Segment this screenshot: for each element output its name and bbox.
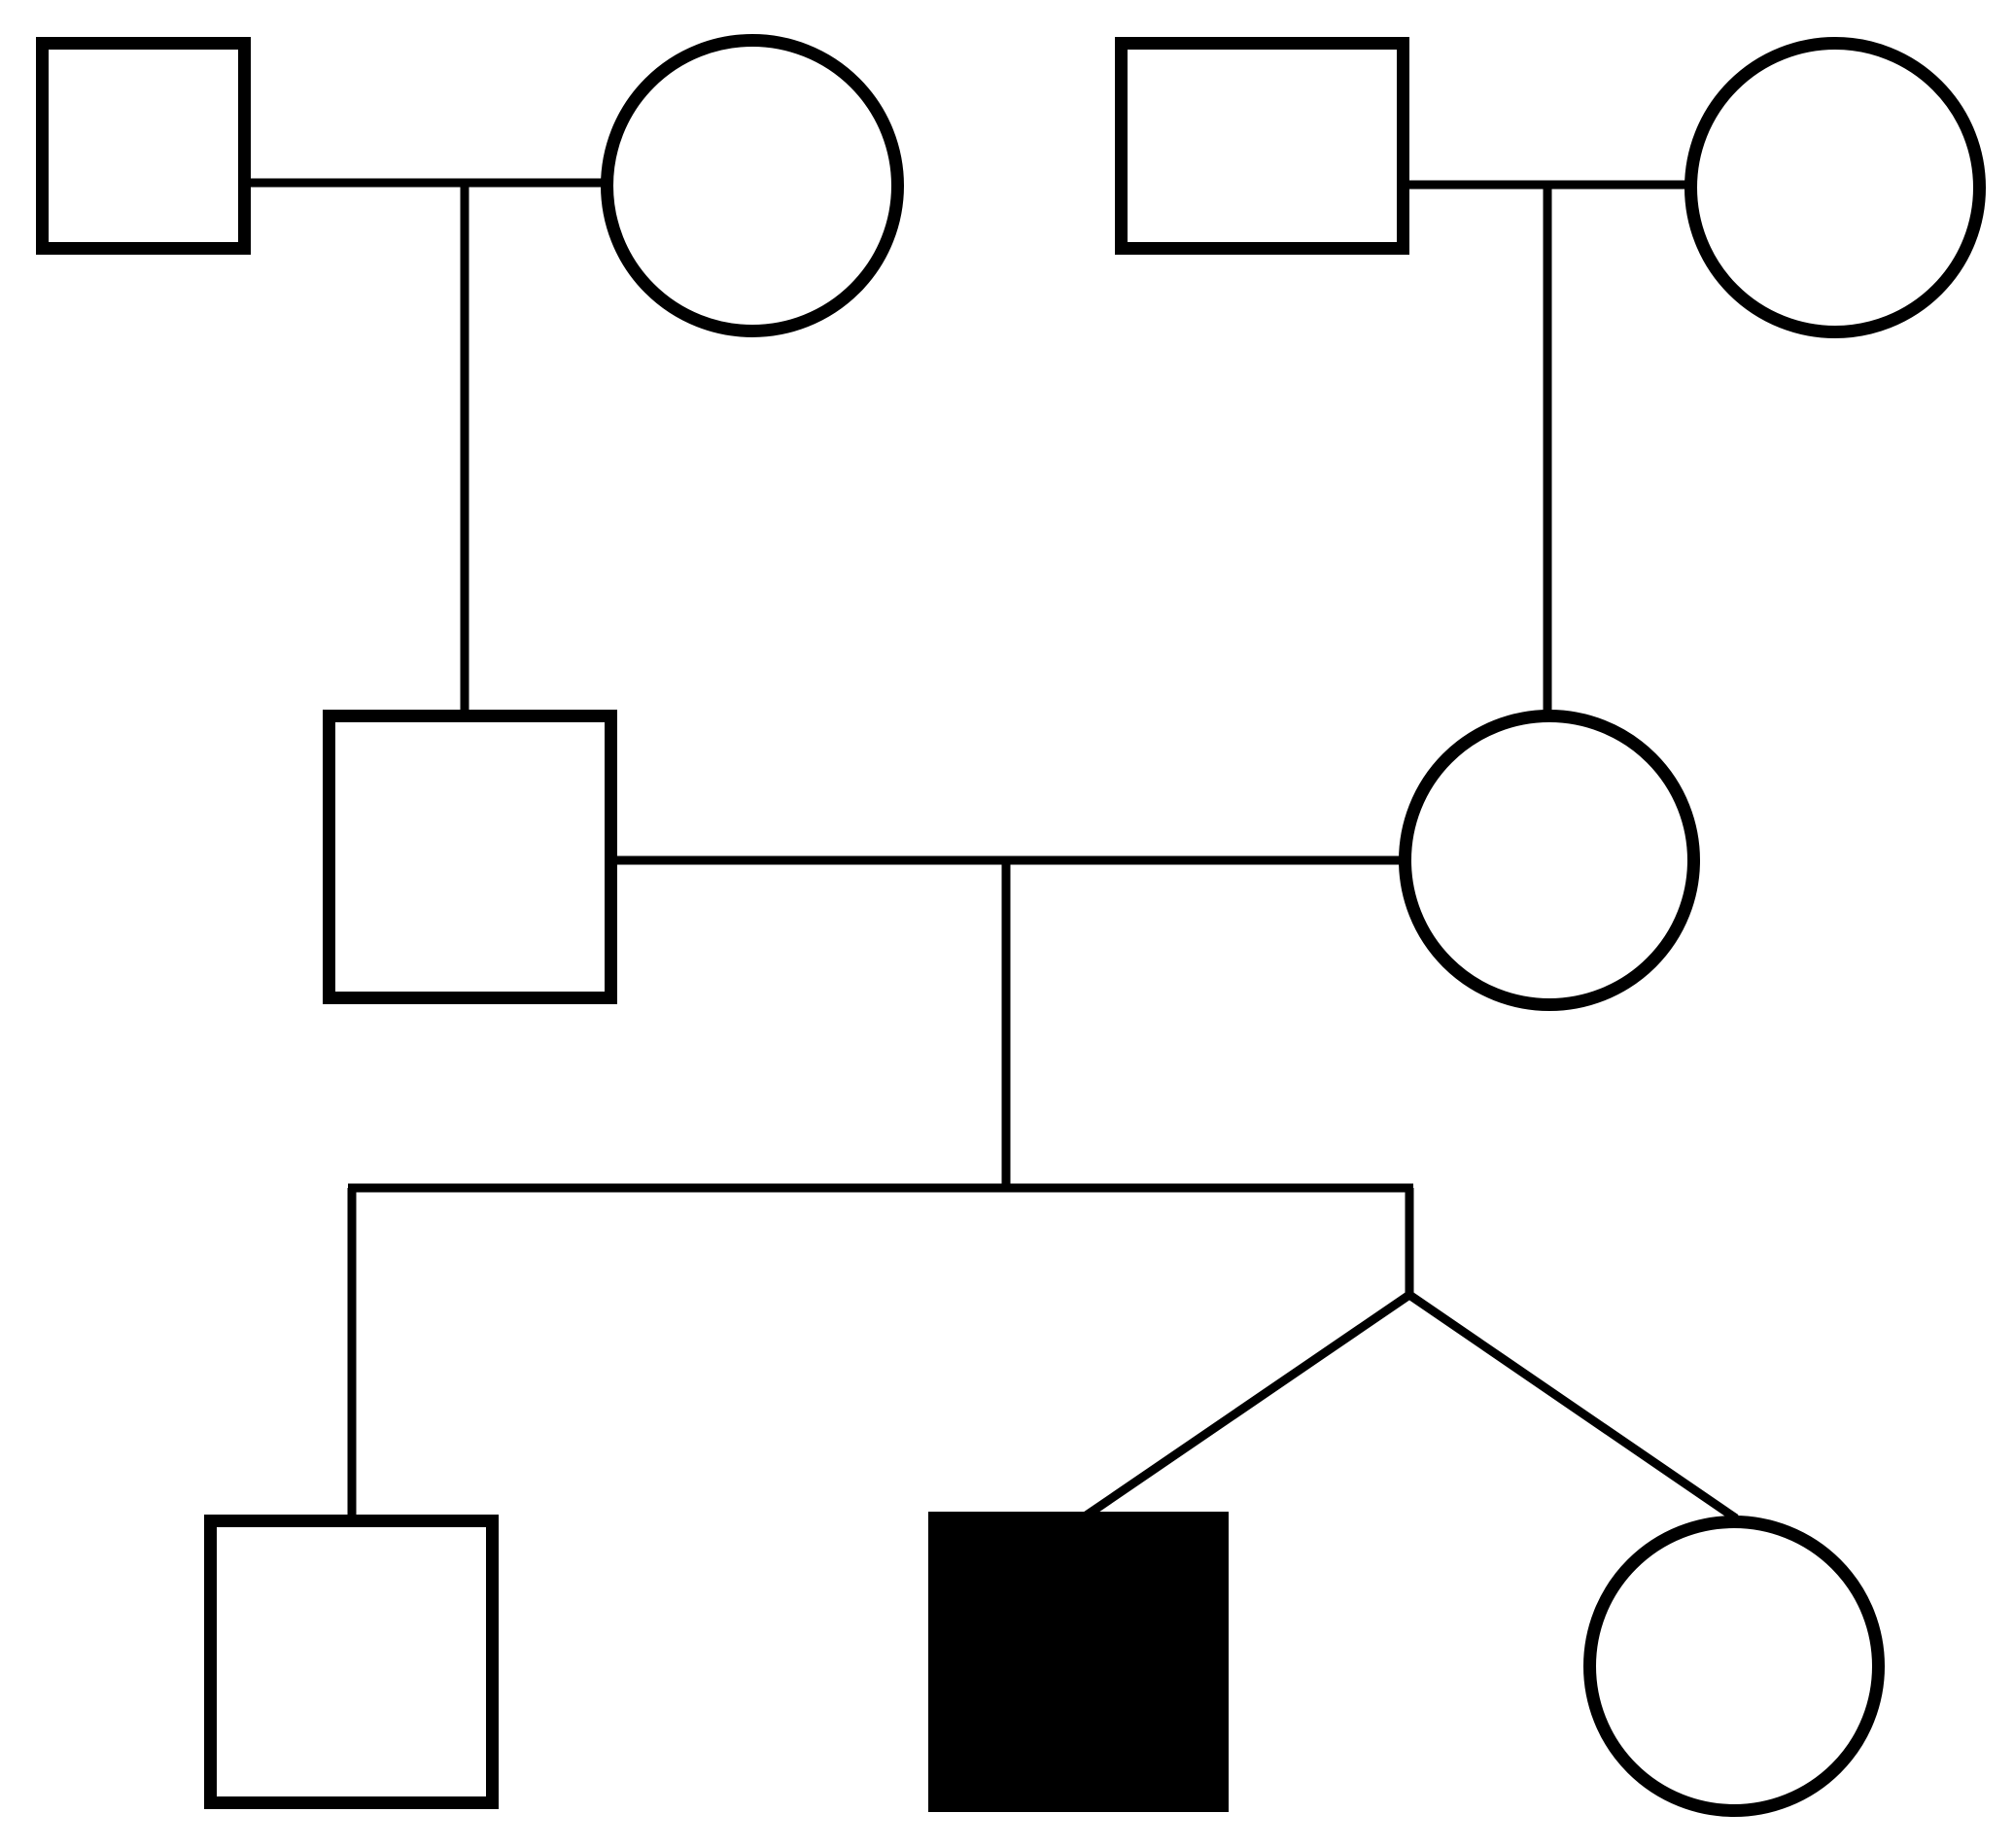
individual-III-3-female-unaffected[interactable] bbox=[1583, 1516, 1885, 1817]
individual-III-1-male-unaffected[interactable] bbox=[204, 1515, 499, 1809]
generation-2-individuals bbox=[323, 710, 1700, 1011]
individual-II-1-male-unaffected[interactable] bbox=[323, 710, 617, 1004]
twin-branch-to-III-2 bbox=[1082, 1291, 1412, 1520]
sibship-line-group-gen3 bbox=[347, 1183, 1739, 1522]
twin-branch-to-III-3 bbox=[1406, 1291, 1739, 1522]
generation-3-individuals bbox=[204, 1512, 1885, 1817]
individual-III-2-male-affected[interactable] bbox=[928, 1512, 1229, 1812]
individual-I-3-male-unaffected[interactable] bbox=[1115, 37, 1409, 255]
individual-II-2-female-unaffected[interactable] bbox=[1399, 710, 1700, 1011]
generation-1-individuals bbox=[36, 34, 1986, 338]
descent-line-group-gen1 bbox=[460, 183, 1552, 715]
individual-I-1-male-unaffected[interactable] bbox=[36, 37, 251, 255]
individual-I-4-female-unaffected[interactable] bbox=[1684, 37, 1986, 338]
individual-I-2-female-unaffected[interactable] bbox=[601, 34, 904, 337]
